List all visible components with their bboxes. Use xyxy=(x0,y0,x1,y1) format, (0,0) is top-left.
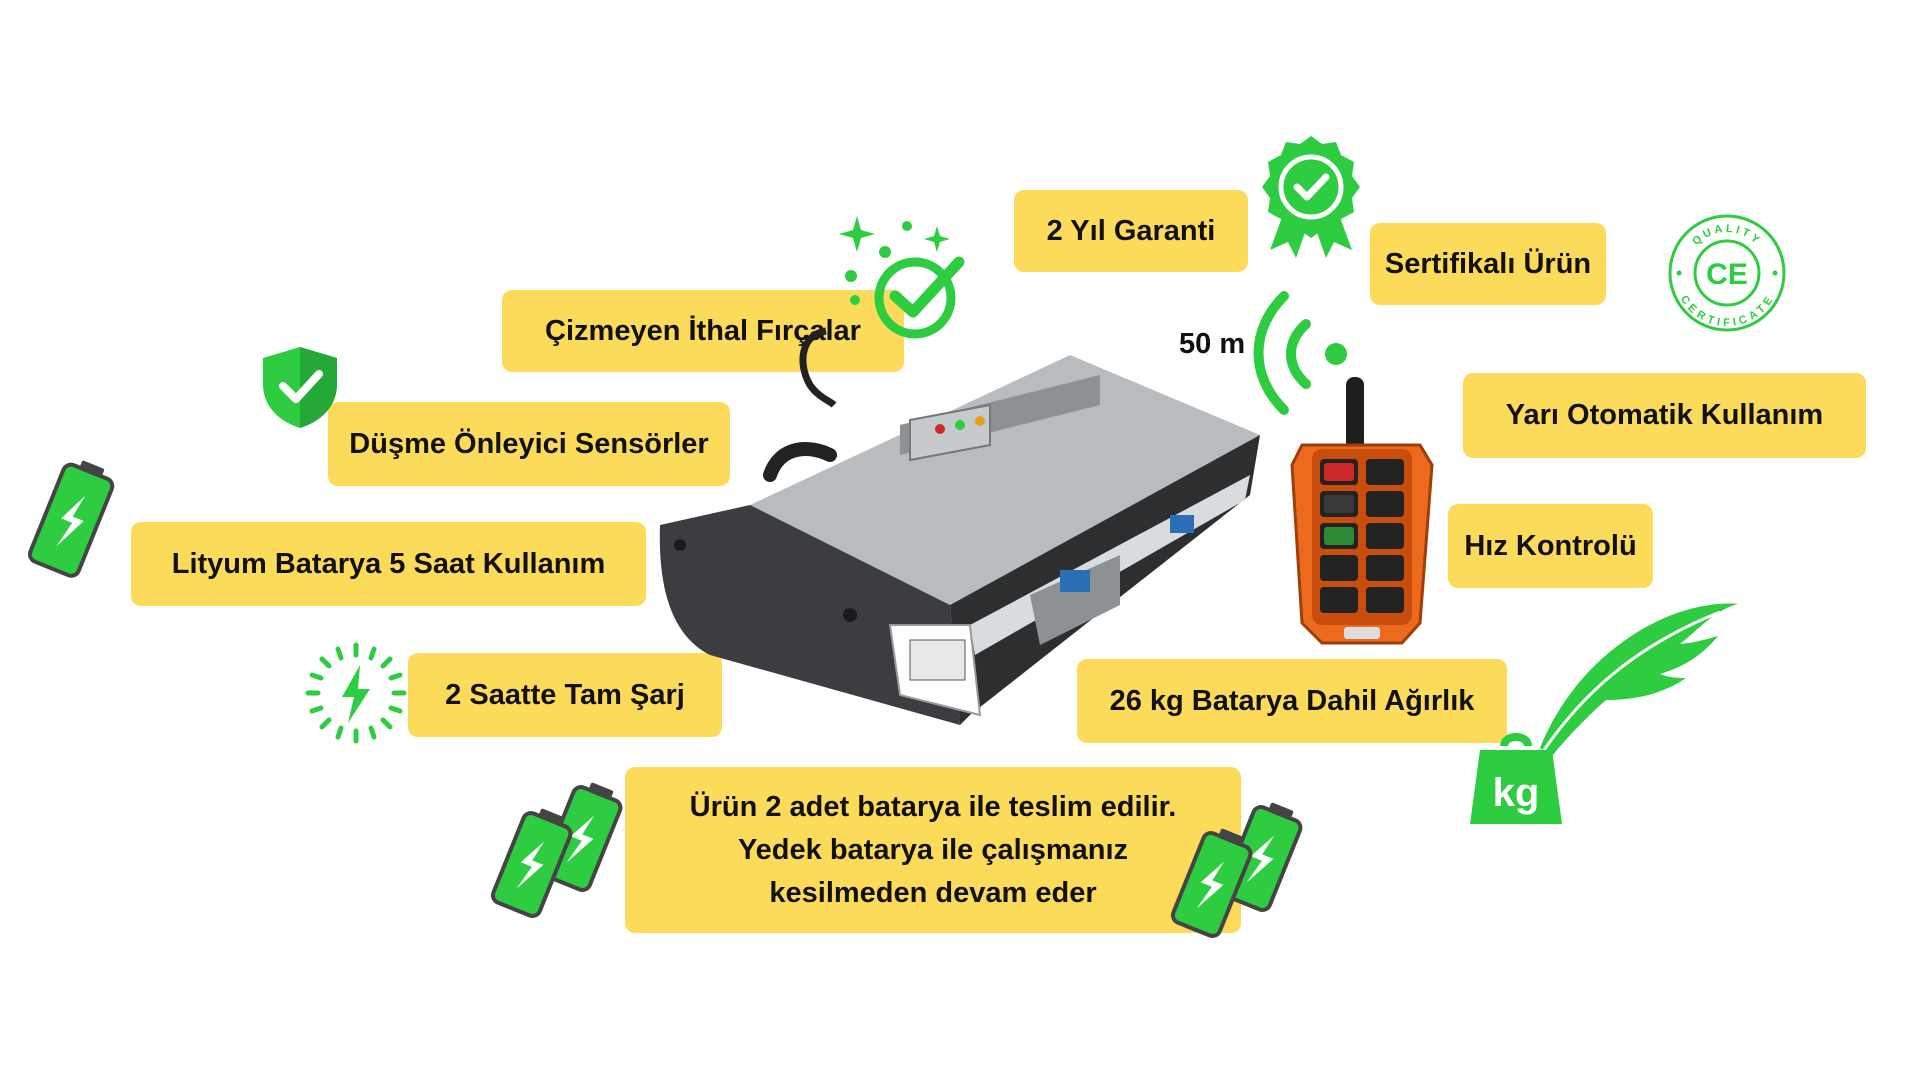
remote-control-image xyxy=(1290,377,1434,645)
ce-quality-seal-icon: QUALITY CERTIFICATE CE xyxy=(1668,214,1786,332)
feather-icon xyxy=(1540,603,1738,756)
weight-label: 26 kg Batarya Dahil Ağırlık xyxy=(1077,659,1507,743)
brushes-label: Çizmeyen İthal Fırçalar xyxy=(502,290,904,372)
certified-label: Sertifikalı Ürün xyxy=(1370,223,1606,305)
shield-check-icon xyxy=(263,347,337,428)
svg-text:CERTIFICATE: CERTIFICATE xyxy=(1678,293,1777,329)
battery-pair-icon xyxy=(1170,802,1303,938)
weight-bag-text: kg xyxy=(1493,771,1540,815)
battery-life-label: Lityum Batarya 5 Saat Kullanım xyxy=(131,522,646,606)
seal-bottom-text: CERTIFICATE xyxy=(1678,293,1775,329)
delivery-note-line2: Yedek batarya ile çalışmanız xyxy=(737,833,1129,866)
delivery-note-line1: Ürün 2 adet batarya ile teslim edilir. xyxy=(689,790,1177,823)
svg-text:QUALITY: QUALITY xyxy=(1690,223,1764,248)
charging-icon xyxy=(305,642,407,744)
speed-label: Hız Kontrolü xyxy=(1448,504,1653,588)
warranty-label: 2 Yıl Garanti xyxy=(1014,190,1248,272)
weight-bag-icon: kg xyxy=(1470,733,1562,824)
sensors-label: Düşme Önleyici Sensörler xyxy=(328,402,730,486)
wifi-signal-icon xyxy=(1253,291,1347,415)
battery-pair-icon xyxy=(490,782,623,918)
seal-top-text: QUALITY xyxy=(1690,223,1761,248)
remote-range-text: 50 m xyxy=(1179,328,1246,360)
delivery-note-line3: kesilmeden devam eder xyxy=(769,876,1097,909)
award-badge-icon xyxy=(1262,136,1360,258)
battery-icon xyxy=(27,460,115,578)
product-machine-image xyxy=(659,327,1260,725)
delivery-note: Ürün 2 adet batarya ile teslim edilir. Y… xyxy=(625,767,1241,933)
semi-auto-label: Yarı Otomatik Kullanım xyxy=(1463,373,1866,458)
charge-label: 2 Saatte Tam Şarj xyxy=(408,653,722,737)
seal-ce-mark: CE xyxy=(1706,258,1748,291)
sparkle-check-icon xyxy=(839,216,965,339)
